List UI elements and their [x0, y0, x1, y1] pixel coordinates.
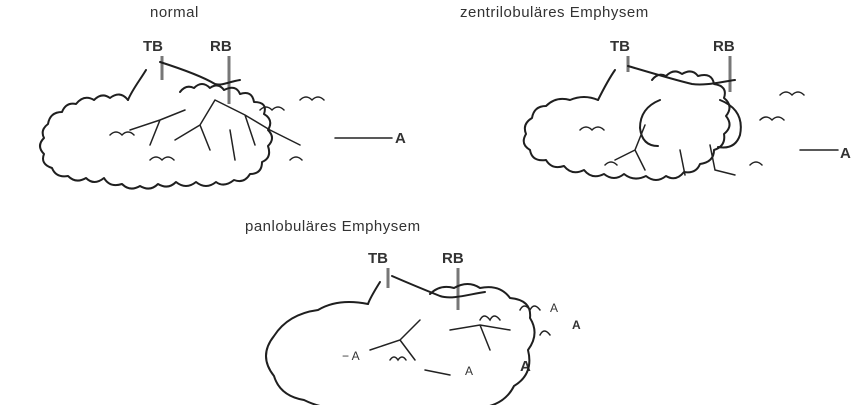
acinus-panlobular-drawing: − A A A: [220, 210, 640, 405]
svg-text:A: A: [550, 301, 558, 315]
acinus-normal-drawing: [0, 0, 430, 200]
svg-text:A: A: [465, 364, 473, 378]
svg-text:− A: − A: [342, 349, 360, 363]
panel-centrilobular: zentrilobuläres Emphysem TB RB A: [430, 0, 860, 200]
panel-panlobular: panlobuläres Emphysem TB RB A A − A A A: [220, 210, 640, 405]
panel-normal: normal TB RB A: [0, 0, 430, 200]
acinus-centrilobular-drawing: [430, 0, 860, 200]
